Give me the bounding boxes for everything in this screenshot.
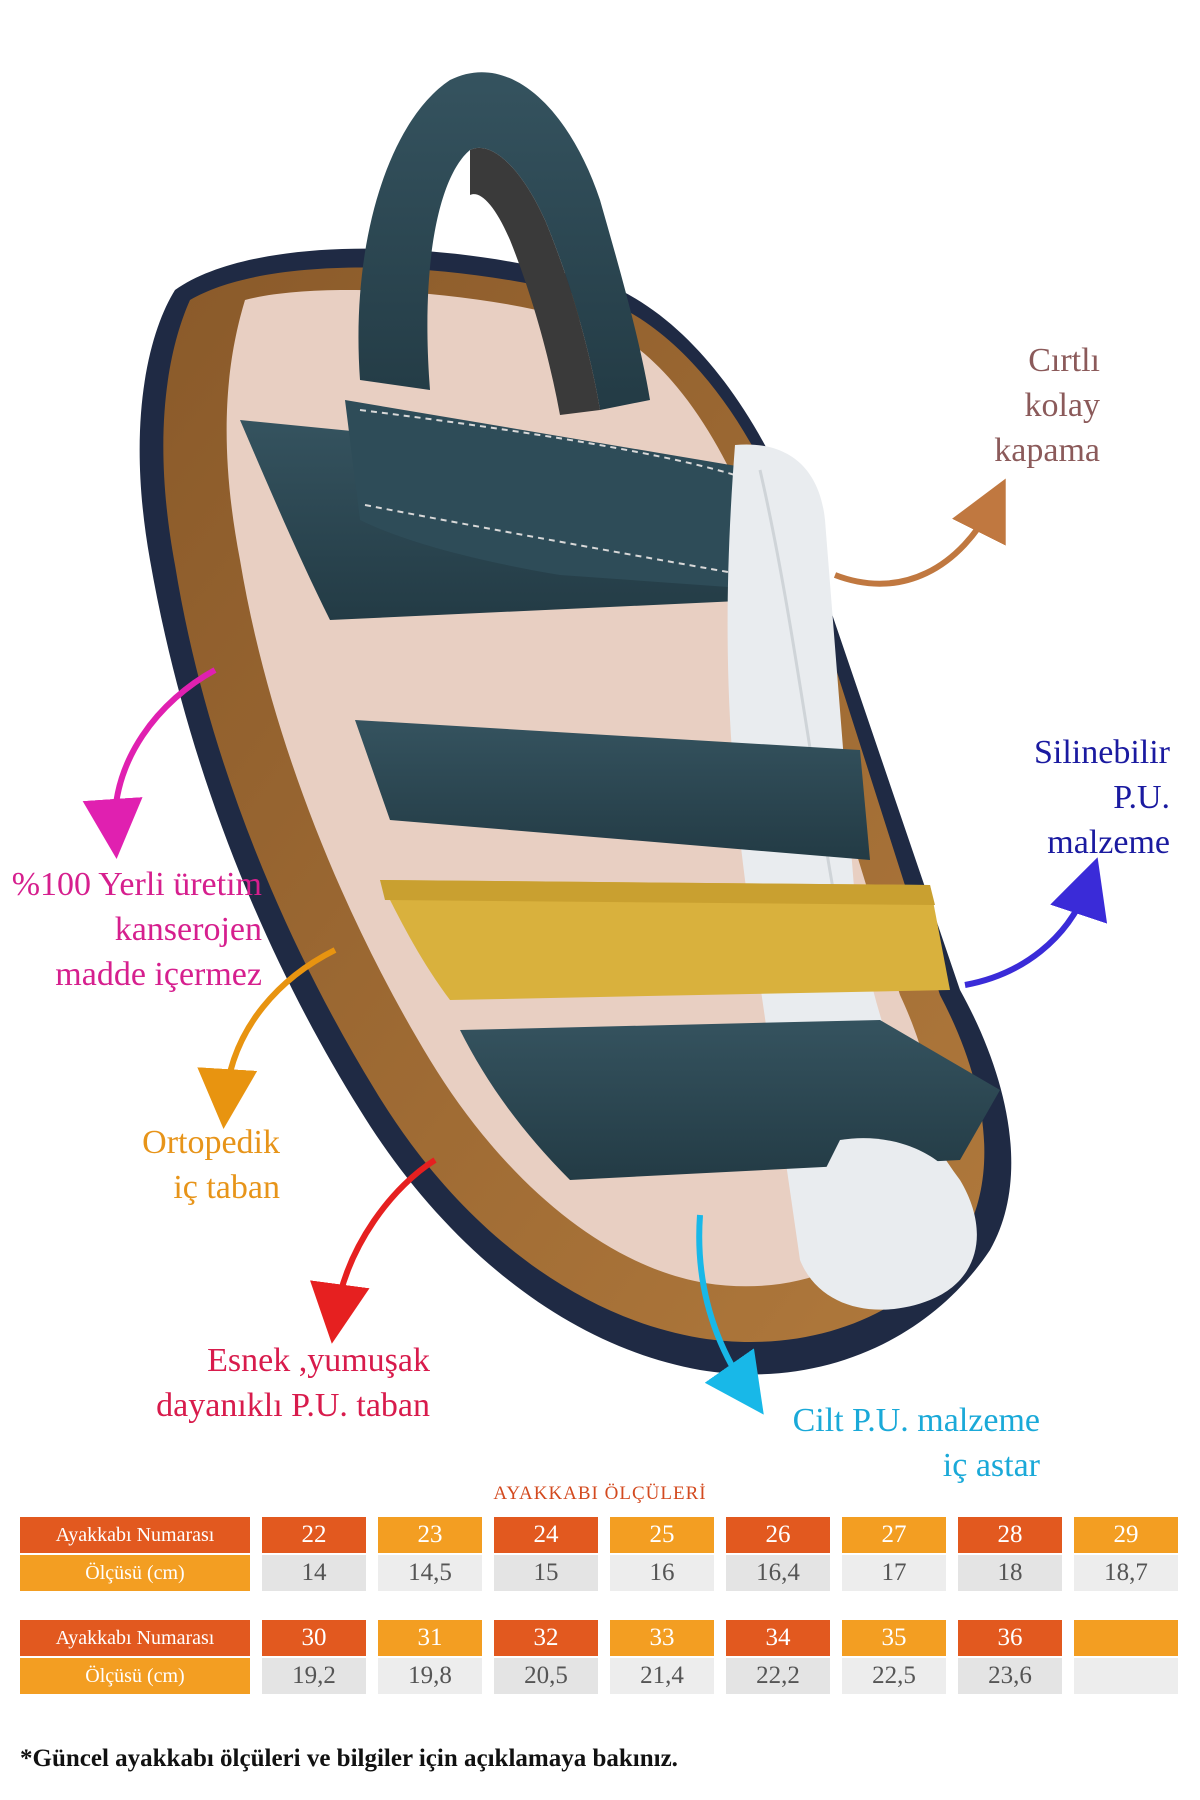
callout-local-line1: %100 Yerli üretim xyxy=(11,866,262,903)
row-label-measure: Ölçüsü (cm) xyxy=(20,1555,250,1591)
callout-velcro-line2: kolay xyxy=(1024,387,1100,424)
measure-cell: 18 xyxy=(958,1555,1062,1591)
footnote: *Güncel ayakkabı ölçüleri ve bilgiler iç… xyxy=(20,1745,678,1772)
measure-cell: 16,4 xyxy=(726,1555,830,1591)
arrow-wipeable xyxy=(964,857,1108,988)
size-table-title: AYAKKABI ÖLÇÜLERİ xyxy=(493,1483,707,1504)
measure-cell: 16 xyxy=(610,1555,714,1591)
callout-sole-line1: Esnek ,yumuşak xyxy=(207,1342,430,1379)
size-row-numbers-1: Ayakkabı Numarası 22 23 24 25 26 27 28 2… xyxy=(20,1517,1190,1553)
measure-cell: 22,2 xyxy=(726,1658,830,1694)
measure-cell: 20,5 xyxy=(494,1658,598,1694)
callout-sole: Esnek ,yumuşak dayanıklı P.U. taban xyxy=(100,1338,430,1428)
size-cell: 22 xyxy=(262,1517,366,1553)
row-label-number: Ayakkabı Numarası xyxy=(20,1517,250,1553)
size-cell xyxy=(1074,1620,1178,1656)
yellow-strap xyxy=(380,880,950,1000)
heel-strap xyxy=(358,72,650,411)
measure-cell: 14,5 xyxy=(378,1555,482,1591)
measure-cell: 19,8 xyxy=(378,1658,482,1694)
size-cell: 23 xyxy=(378,1517,482,1553)
middle-strap xyxy=(355,720,870,860)
callout-local-line3: madde içermez xyxy=(55,956,262,993)
callout-orthopedic-line1: Ortopedik xyxy=(142,1124,280,1161)
size-cell: 28 xyxy=(958,1517,1062,1553)
size-row-measures-1: Ölçüsü (cm) 14 14,5 15 16 16,4 17 18 18,… xyxy=(20,1555,1190,1591)
size-cell: 29 xyxy=(1074,1517,1178,1553)
size-row-numbers-2: Ayakkabı Numarası 30 31 32 33 34 35 36 xyxy=(20,1620,1190,1656)
size-cell: 35 xyxy=(842,1620,946,1656)
callout-lining-line2: iç astar xyxy=(942,1447,1040,1484)
measure-cell: 21,4 xyxy=(610,1658,714,1694)
arrow-lining xyxy=(696,1214,764,1415)
measure-cell: 15 xyxy=(494,1555,598,1591)
callout-orthopedic: Ortopedik iç taban xyxy=(60,1120,280,1210)
size-cell: 24 xyxy=(494,1517,598,1553)
size-cell: 33 xyxy=(610,1620,714,1656)
callout-lining-line1: Cilt P.U. malzeme xyxy=(792,1402,1040,1439)
arrow-local xyxy=(82,667,217,859)
measure-cell: 23,6 xyxy=(958,1658,1062,1694)
size-cell: 32 xyxy=(494,1620,598,1656)
callout-velcro: Cırtlı kolay kapama xyxy=(900,338,1100,473)
callout-wipeable-line2: P.U. xyxy=(1113,779,1170,816)
callout-local-line2: kanserojen xyxy=(114,911,262,948)
row-label-number: Ayakkabı Numarası xyxy=(20,1620,250,1656)
measure-cell: 18,7 xyxy=(1074,1555,1178,1591)
arrow-orthopedic xyxy=(197,947,337,1129)
callout-lining: Cilt P.U. malzeme iç astar xyxy=(760,1398,1040,1488)
size-cell: 26 xyxy=(726,1517,830,1553)
callout-velcro-line1: Cırtlı xyxy=(1028,342,1100,379)
size-row-measures-2: Ölçüsü (cm) 19,2 19,8 20,5 21,4 22,2 22,… xyxy=(20,1658,1190,1694)
callout-wipeable: Silinebilir P.U. malzeme xyxy=(930,730,1170,865)
callout-wipeable-line3: malzeme xyxy=(1047,824,1170,861)
callout-sole-line2: dayanıklı P.U. taban xyxy=(156,1387,430,1424)
measure-cell: 14 xyxy=(262,1555,366,1591)
callout-wipeable-line1: Silinebilir xyxy=(1034,734,1170,771)
arrow-velcro xyxy=(833,478,1006,587)
size-cell: 34 xyxy=(726,1620,830,1656)
measure-cell: 19,2 xyxy=(262,1658,366,1694)
arrow-sole xyxy=(310,1157,437,1344)
measure-cell: 22,5 xyxy=(842,1658,946,1694)
size-cell: 36 xyxy=(958,1620,1062,1656)
sandal-illustration xyxy=(139,72,1012,1375)
callout-orthopedic-line2: iç taban xyxy=(173,1169,280,1206)
size-cell: 30 xyxy=(262,1620,366,1656)
row-label-measure: Ölçüsü (cm) xyxy=(20,1658,250,1694)
size-cell: 25 xyxy=(610,1517,714,1553)
size-cell: 27 xyxy=(842,1517,946,1553)
size-cell: 31 xyxy=(378,1620,482,1656)
measure-cell xyxy=(1074,1658,1178,1694)
measure-cell: 17 xyxy=(842,1555,946,1591)
callout-arrows xyxy=(82,478,1108,1415)
callout-velcro-line3: kapama xyxy=(994,432,1100,469)
callout-local: %100 Yerli üretim kanserojen madde içerm… xyxy=(0,862,262,997)
